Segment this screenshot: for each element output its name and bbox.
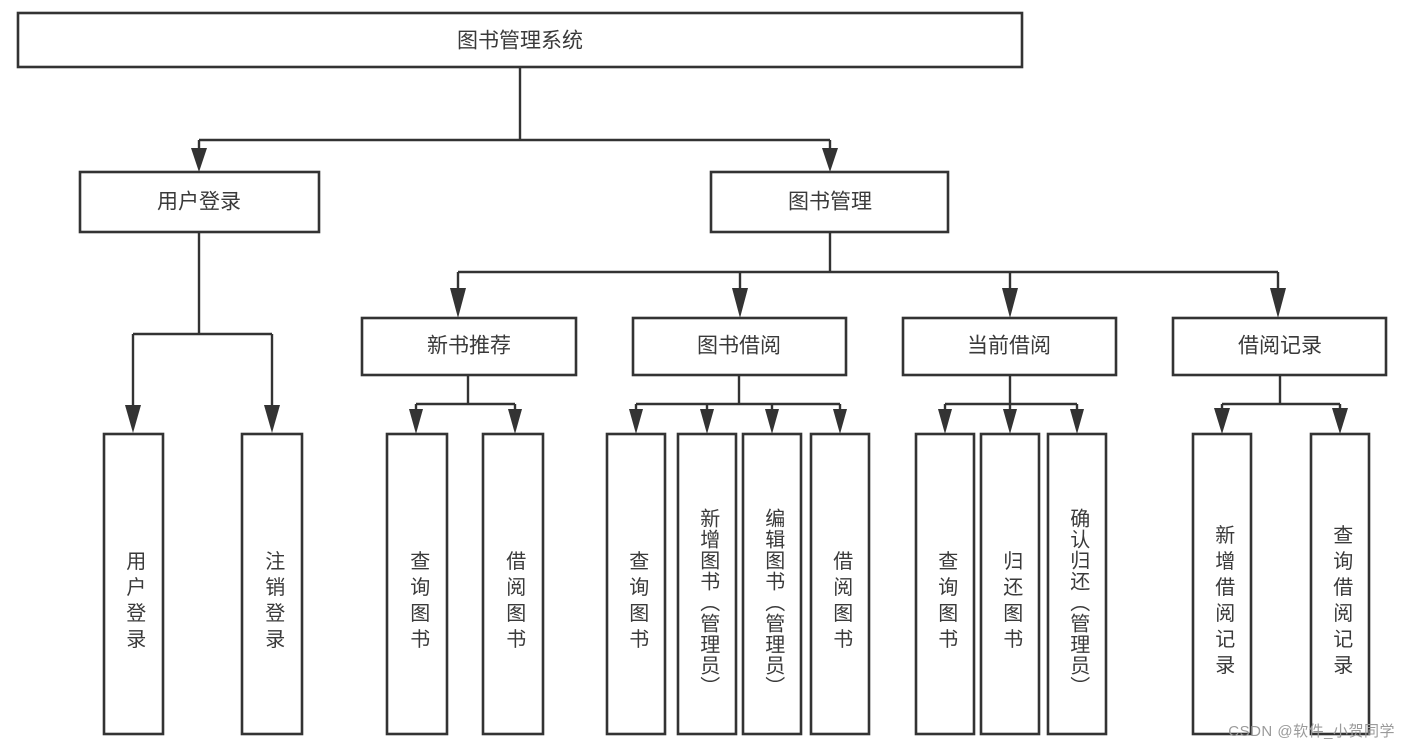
node-root-system[interactable]: 图书管理系统: [16, 11, 1024, 69]
leaf-user-login-login-label: 用户登录: [123, 550, 146, 654]
arrowhead-currentborrow-leaf1: [938, 409, 952, 434]
leaf-bookborrow-borrow-book-label: 借阅图书: [830, 550, 853, 654]
leaf-currentborrow-confirm-return-box[interactable]: [1046, 432, 1108, 736]
leaf-bookborrow-borrow-book-box[interactable]: [809, 432, 871, 736]
arrowhead-bookborrow-leaf2: [700, 409, 714, 434]
arrowhead-borrowrecord: [1270, 288, 1286, 318]
leaf-bookborrow-edit-book-box[interactable]: [741, 432, 803, 736]
arrowhead-newbook-leaf1: [409, 409, 423, 434]
node-book-manage-box[interactable]: [709, 170, 950, 234]
node-current-borrow[interactable]: 当前借阅: [901, 316, 1118, 377]
node-borrow-record[interactable]: 借阅记录: [1171, 316, 1388, 377]
leaf-borrowrecord-add-record-box[interactable]: [1191, 432, 1253, 736]
leaf-bookborrow-borrow-book[interactable]: 借阅图书: [809, 432, 871, 736]
node-current-borrow-box[interactable]: [901, 316, 1118, 377]
leaf-user-login-logout-label: 注销登录: [262, 550, 285, 654]
leaf-bookborrow-query-book-label: 查询图书: [626, 550, 649, 654]
leaf-borrowrecord-add-record-label: 新增借阅记录: [1212, 524, 1235, 680]
arrowhead-bookborrow-leaf3: [765, 409, 779, 434]
leaf-currentborrow-query-book[interactable]: 查询图书: [914, 432, 976, 736]
leaf-newbook-query-book-box[interactable]: [385, 432, 449, 736]
node-borrow-record-box[interactable]: [1171, 316, 1388, 377]
arrowhead-book-manage: [822, 148, 838, 172]
arrowhead-currentborrow: [1002, 288, 1018, 318]
leaf-currentborrow-return-book[interactable]: 归还图书: [979, 432, 1041, 736]
leaf-currentborrow-return-book-label: 归还图书: [1000, 550, 1023, 654]
node-new-book-recommend[interactable]: 新书推荐: [360, 316, 578, 377]
node-book-borrow-box[interactable]: [631, 316, 848, 377]
leaf-borrowrecord-query-record[interactable]: 查询借阅记录: [1309, 432, 1371, 736]
node-borrow-record-label: 借阅记录: [1238, 335, 1322, 358]
node-new-book-recommend-label: 新书推荐: [427, 335, 511, 358]
node-user-login-label: 用户登录: [157, 191, 241, 214]
node-book-manage[interactable]: 图书管理: [709, 170, 950, 234]
leaf-currentborrow-query-book-label: 查询图书: [935, 550, 958, 654]
leaf-bookborrow-add-book-label: 新增图书（管理员）: [697, 508, 720, 697]
leaf-borrowrecord-query-record-box[interactable]: [1309, 432, 1371, 736]
leaf-bookborrow-query-book-box[interactable]: [605, 432, 667, 736]
node-book-borrow-label: 图书借阅: [697, 335, 781, 358]
arrowhead-bookborrow: [732, 288, 748, 318]
arrowhead-newbook-leaf2: [508, 409, 522, 434]
arrowhead-bookborrow-leaf4: [833, 409, 847, 434]
arrowhead-borrowrecord-leaf2: [1332, 408, 1348, 434]
leaf-user-login-logout[interactable]: 注销登录: [240, 432, 304, 736]
node-user-login-box[interactable]: [78, 170, 321, 234]
leaf-bookborrow-edit-book-label: 编辑图书（管理员）: [762, 508, 785, 697]
leaf-user-login-logout-box[interactable]: [240, 432, 304, 736]
node-current-borrow-label: 当前借阅: [967, 335, 1051, 358]
leaf-bookborrow-add-book-box[interactable]: [676, 432, 738, 736]
node-book-borrow[interactable]: 图书借阅: [631, 316, 848, 377]
node-new-book-recommend-box[interactable]: [360, 316, 578, 377]
connectors: [125, 67, 1348, 434]
leaf-bookborrow-query-book[interactable]: 查询图书: [605, 432, 667, 736]
arrowhead-borrowrecord-leaf1: [1214, 408, 1230, 434]
arrowhead-leaf-user-login: [125, 405, 141, 433]
node-root-label: 图书管理系统: [457, 30, 583, 53]
leaf-newbook-query-book[interactable]: 查询图书: [385, 432, 449, 736]
leaf-newbook-borrow-book-box[interactable]: [481, 432, 545, 736]
arrowhead-user-login: [191, 148, 207, 172]
leaf-bookborrow-add-book[interactable]: 新增图书（管理员）: [676, 432, 738, 736]
leaf-currentborrow-confirm-return[interactable]: 确认归还（管理员）: [1046, 432, 1108, 736]
leaf-borrowrecord-query-record-label: 查询借阅记录: [1330, 524, 1353, 680]
leaf-bookborrow-edit-book[interactable]: 编辑图书（管理员）: [741, 432, 803, 736]
leaf-newbook-query-book-label: 查询图书: [407, 550, 430, 654]
node-user-login[interactable]: 用户登录: [78, 170, 321, 234]
arrowhead-newbook: [450, 288, 466, 318]
leaf-user-login-login[interactable]: 用户登录: [102, 432, 165, 736]
arrowhead-bookborrow-leaf1: [629, 409, 643, 434]
leaf-currentborrow-return-book-box[interactable]: [979, 432, 1041, 736]
leaf-currentborrow-confirm-return-label: 确认归还（管理员）: [1067, 508, 1090, 697]
arrowhead-leaf-logout: [264, 405, 280, 433]
arrowhead-currentborrow-leaf3: [1070, 409, 1084, 434]
arrowhead-currentborrow-leaf2: [1003, 409, 1017, 434]
leaf-borrowrecord-add-record[interactable]: 新增借阅记录: [1191, 432, 1253, 736]
leaf-currentborrow-query-book-box[interactable]: [914, 432, 976, 736]
leaf-user-login-login-box[interactable]: [102, 432, 165, 736]
node-book-manage-label: 图书管理: [788, 191, 872, 214]
leaf-newbook-borrow-book[interactable]: 借阅图书: [481, 432, 545, 736]
node-root-box[interactable]: [16, 11, 1024, 69]
leaf-newbook-borrow-book-label: 借阅图书: [503, 550, 526, 654]
